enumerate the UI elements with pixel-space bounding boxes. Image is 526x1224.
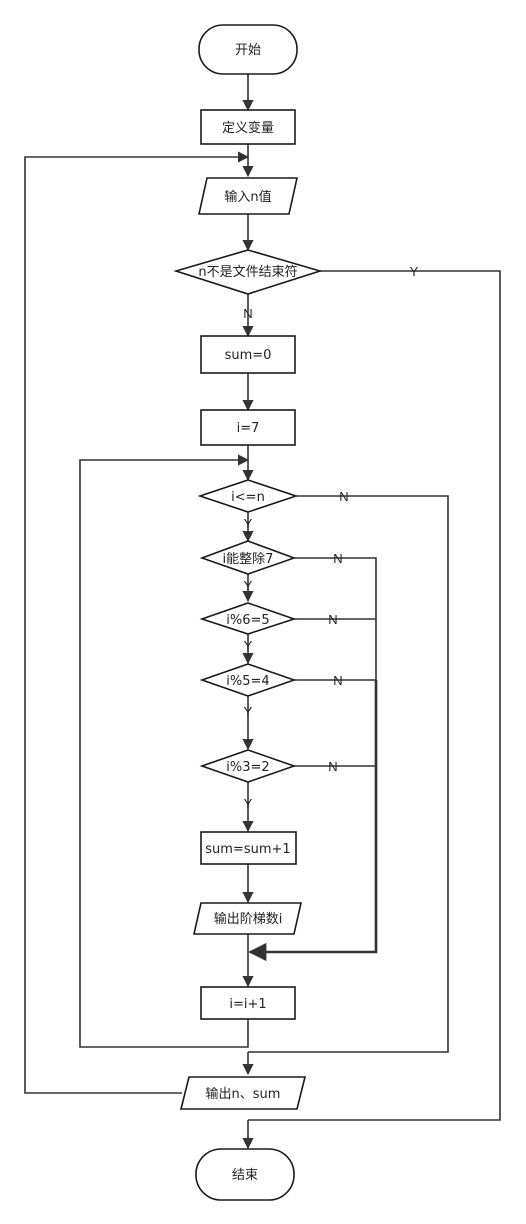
output-n-sum-parallelogram [179,1076,307,1110]
start-terminal [198,24,298,75]
not-eof-label: n不是文件结束符 [198,264,297,280]
sum-init-label: sum=0 [225,348,272,363]
node-labels: 开始 定义变量 输入n值 n不是文件结束符 sum=0 i=7 i<=n i能整… [198,43,297,1183]
i-init-box [200,409,296,446]
edge-label-eof-no: N [243,306,252,321]
mod5-label: i%5=4 [226,674,269,689]
define-vars-label: 定义变量 [222,120,274,136]
edge-label-i-le-n-yes: Y [244,516,253,531]
arrow-inner-loop-back [79,454,250,1048]
edge-label-mod6-yes: Y [244,638,253,653]
sum-inc-label: sum=sum+1 [205,842,290,857]
edge-label-eof-yes: Y [410,264,419,279]
define-vars-box [200,109,296,145]
edge-label-mod5-no: N [333,673,342,688]
mod5-decision [199,663,297,697]
connectors [24,74,501,1150]
end-label: 结束 [232,1168,258,1183]
arrow-outer-loop-back [24,151,250,1094]
sum-init-box [200,335,296,374]
sum-inc-box [200,831,297,865]
arrow-i-le-n-no [248,495,449,1053]
edge-label-mod5-yes: Y [244,704,253,719]
i-le-n-label: i<=n [231,490,265,505]
edge-labels: Y N N Y N Y N Y N Y N Y [243,264,418,811]
input-n-label: 输入n值 [224,189,271,205]
mod3-decision [199,749,297,783]
edge-label-i-le-n-no: N [339,489,348,504]
not-eof-decision [173,249,323,295]
edge-label-mod3-yes: Y [244,796,253,811]
mod3-label: i%3=2 [226,760,269,775]
div7-decision [199,540,297,575]
i-inc-label: i=i+1 [229,997,266,1012]
nodes [173,24,323,1201]
edge-label-div7-yes: Y [244,578,253,593]
output-i-label: 输出阶梯数i [214,911,283,927]
edge-label-mod3-no: N [328,759,337,774]
output-i-parallelogram [192,902,303,935]
i-inc-box [200,986,296,1020]
edge-label-mod6-no: N [328,612,337,627]
i-le-n-decision [197,479,299,513]
input-n-parallelogram [198,177,298,215]
div7-label: i能整除7 [223,552,274,567]
end-terminal [195,1148,295,1201]
mod6-decision [199,602,297,635]
output-n-sum-label: 输出n、sum [206,1086,281,1102]
mod6-label: i%6=5 [226,613,269,628]
i-init-label: i=7 [237,421,260,436]
edge-label-div7-no: N [333,551,342,566]
start-label: 开始 [235,43,261,58]
arrow-no-branches-merge [248,680,378,962]
arrow-not-eof-yes [248,270,501,1121]
